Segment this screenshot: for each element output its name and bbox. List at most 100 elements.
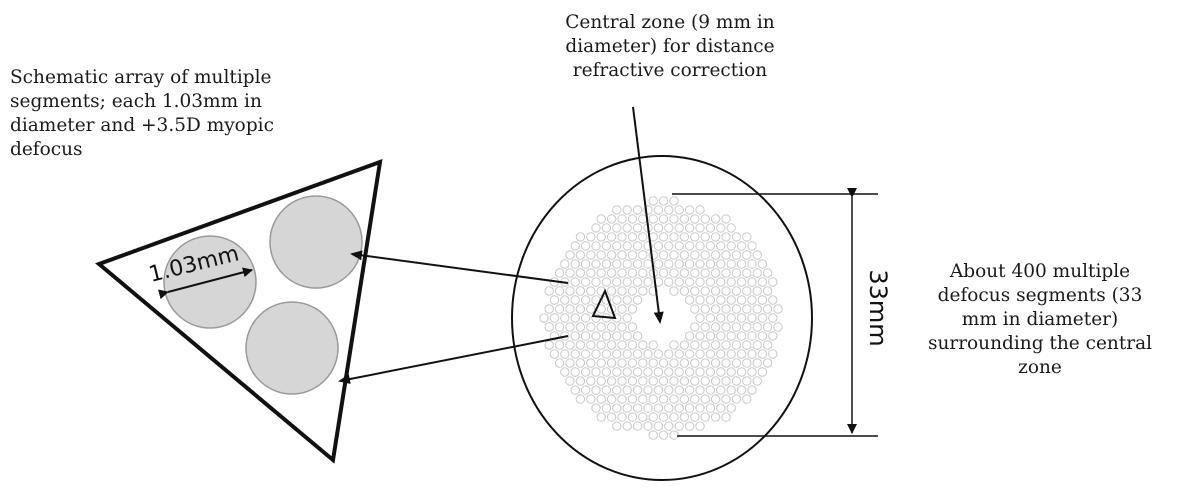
defocus-segment-dot [596, 376, 606, 386]
defocus-segment-dot [669, 340, 679, 350]
defocus-segment-dot [606, 286, 617, 296]
defocus-segment-dot [612, 421, 622, 431]
defocus-segment-dot [560, 367, 570, 377]
central-zone-caption-line: refractive correction [572, 60, 768, 81]
defocus-segment-dot [721, 358, 731, 368]
defocus-segment-dot [700, 304, 710, 314]
defocus-segment-dot [627, 412, 638, 422]
defocus-segment-dot [596, 322, 606, 332]
defocus-segment-dot [596, 214, 606, 224]
defocus-segment-dot [544, 286, 554, 296]
defocus-segment-dot [643, 403, 653, 413]
defocus-segment-dot [721, 232, 731, 242]
defocus-segment-dot [705, 331, 716, 341]
defocus-segment-dot [560, 349, 570, 359]
defocus-segment-dot [695, 223, 705, 233]
defocus-segment-dot [742, 358, 752, 368]
defocus-segment-dot [653, 205, 664, 215]
defocus-segment-dot [653, 223, 664, 233]
defocus-segment-dot [768, 349, 778, 359]
defocus-segment-dot [606, 268, 617, 278]
defocus-segment-dot [679, 232, 690, 242]
defocus-segment-dot [664, 349, 674, 359]
defocus-segment-dot [731, 376, 742, 386]
defocus-segment-dot [747, 313, 757, 323]
defocus-segment-dot [632, 241, 643, 251]
defocus-segment-dot [695, 313, 705, 323]
defocus-segment-dot [586, 286, 596, 296]
defocus-segment-dot [705, 403, 716, 413]
defocus-segment-dot [742, 304, 752, 314]
defocus-segment-dot [690, 286, 700, 296]
defocus-segment-dot [586, 340, 596, 350]
defocus-segment-dot [575, 232, 586, 242]
defocus-segment-dot [586, 250, 596, 260]
defocus-segment-dot [721, 394, 731, 404]
defocus-segment-dot [664, 205, 674, 215]
defocus-segment-dot [627, 394, 638, 404]
defocus-segment-dot [658, 376, 669, 386]
defocus-segment-dot [596, 358, 606, 368]
defocus-segment-dot [612, 295, 622, 305]
defocus-segment-dot [752, 268, 762, 278]
defocus-segment-dot [664, 241, 674, 251]
defocus-segment-dot [669, 412, 679, 422]
defocus-segment-dot [606, 340, 617, 350]
defocus-segment-dot [721, 304, 731, 314]
defocus-segment-dot [721, 322, 731, 332]
defocus-segment-dot [638, 394, 648, 404]
defocus-segment-dot [570, 295, 580, 305]
defocus-segment-dot [674, 367, 684, 377]
defocus-segment-dot [752, 340, 762, 350]
defocus-segment-dot [716, 313, 726, 323]
defocus-segment-dot [627, 214, 638, 224]
lens-diameter-dimension: 33mm [672, 188, 892, 437]
defocus-segment-dot [695, 367, 705, 377]
defocus-segment-dot [632, 205, 643, 215]
defocus-segment-dot [679, 376, 690, 386]
defocus-segment-dot [539, 313, 549, 323]
defocus-segment-dot [716, 259, 726, 269]
defocus-segment-dot [752, 322, 762, 332]
defocus-segment-dot [736, 241, 747, 251]
defocus-segment-dot [622, 367, 632, 377]
defocus-segment-dot [700, 376, 710, 386]
defocus-segment-dot [575, 286, 586, 296]
defocus-segment-dot [591, 367, 601, 377]
defocus-segment-dot [653, 241, 664, 251]
defocus-segment-dot [679, 394, 690, 404]
defocus-segment-dot [622, 331, 632, 341]
defocus-segment-dot [731, 340, 742, 350]
defocus-segment-dot [575, 322, 586, 332]
defocus-segment-dot [601, 349, 612, 359]
defocus-segment-dot [726, 223, 736, 233]
defocus-segment-dot [575, 376, 586, 386]
defocus-segment-dot [710, 232, 721, 242]
defocus-segment-dot [544, 340, 554, 350]
defocus-segment-dot [716, 241, 726, 251]
defocus-segment-dot [716, 403, 726, 413]
defocus-segment-dot [710, 286, 721, 296]
defocus-segment-dot [580, 385, 591, 395]
defocus-segment-dot [710, 268, 721, 278]
defocus-segment-dot [570, 259, 580, 269]
defocus-segment-dot [700, 322, 710, 332]
defocus-segment-dot [627, 376, 638, 386]
defocus-segment-dot [731, 394, 742, 404]
defocus-segment-dot [554, 340, 565, 350]
defocus-segment-dot [716, 367, 726, 377]
defocus-segment-dot [554, 358, 565, 368]
defocus-segment-dot [606, 412, 617, 422]
defocus-segment-dot [586, 322, 596, 332]
defocus-segment-dot [757, 295, 768, 305]
defocus-segment-dot [721, 268, 731, 278]
defocus-segment-dot [752, 358, 762, 368]
defocus-segment-dot [617, 250, 627, 260]
defocus-segment-dot [757, 313, 768, 323]
defocus-segment-dot [586, 304, 596, 314]
defocus-segment-dot [648, 358, 658, 368]
defocus-segment-dot [752, 304, 762, 314]
defocus-segment-dot [669, 286, 679, 296]
defocus-segment-dot [617, 286, 627, 296]
defocus-segment-dot [591, 349, 601, 359]
